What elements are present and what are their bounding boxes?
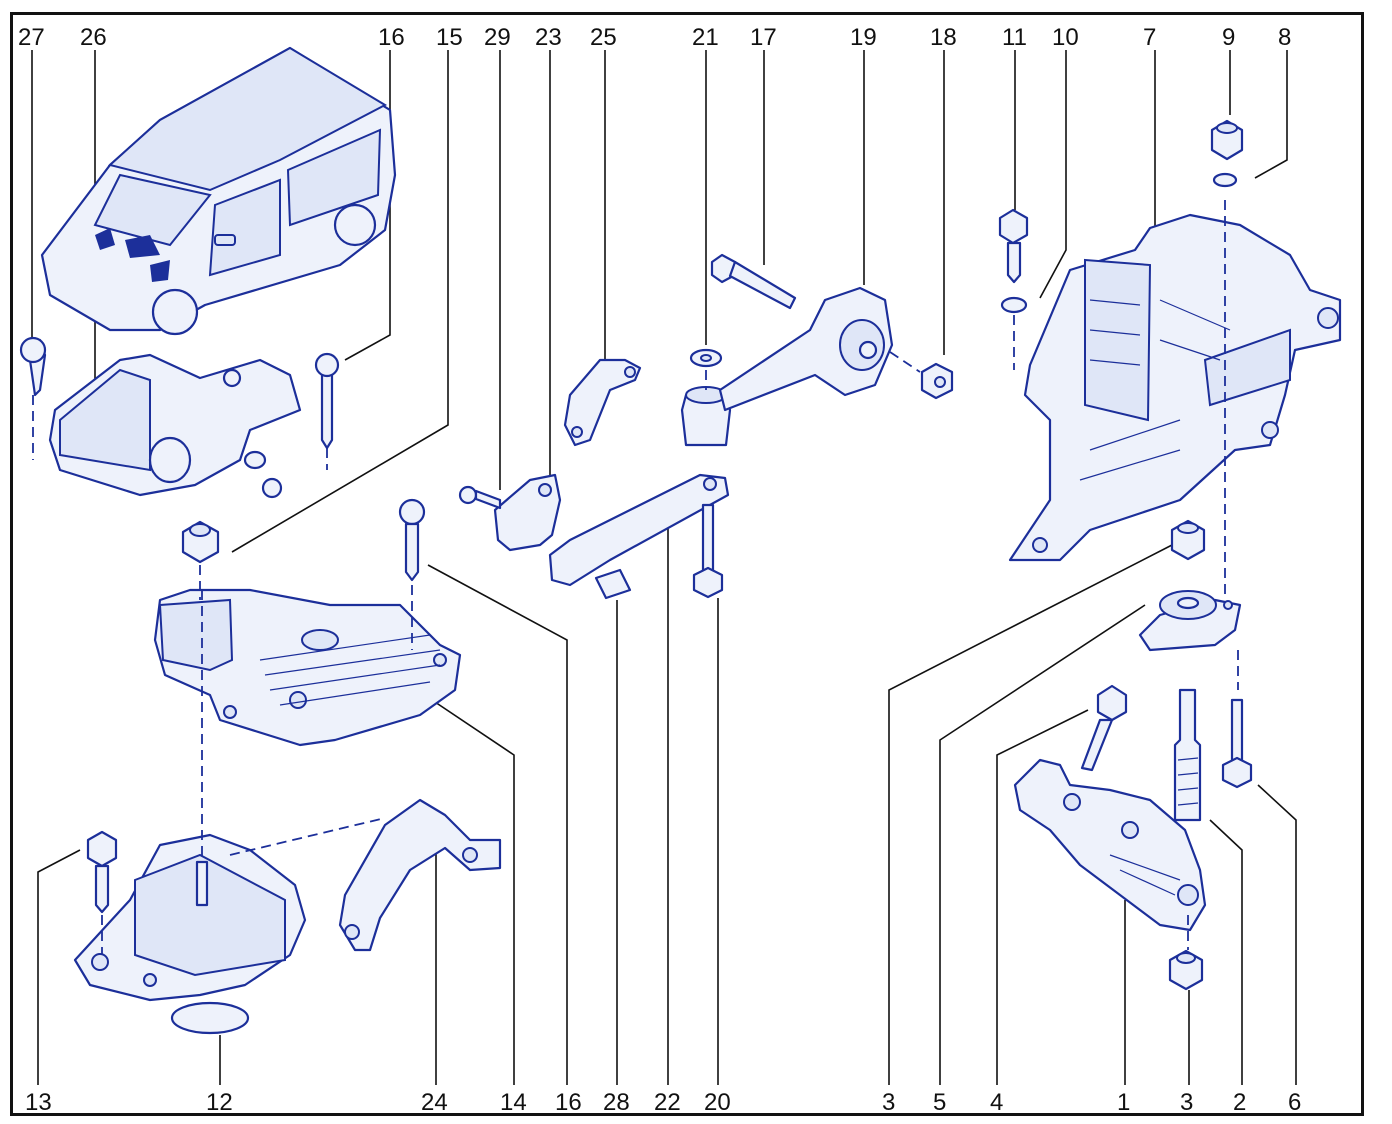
- mount-bracket-14: [153, 588, 462, 747]
- top-labels: 27 26 16 15 29 23 25 21 17 19 18 11 10 7…: [18, 24, 1291, 51]
- label-19: 19: [850, 24, 877, 51]
- nut-15: [181, 520, 220, 600]
- bolt-13: [86, 830, 118, 955]
- label-21: 21: [692, 24, 719, 51]
- label-28: 28: [603, 1089, 630, 1116]
- bolt-20: [692, 503, 724, 599]
- label-16-top: 16: [378, 24, 405, 51]
- mount-bracket-1: [1013, 758, 1207, 932]
- label-26: 26: [80, 24, 107, 51]
- bottom-labels: 13 12 24 14 16 28 22 20 3 5 4 1 3 2 6: [25, 1089, 1301, 1116]
- torque-rod-19: [718, 286, 894, 412]
- label-17: 17: [750, 24, 777, 51]
- label-13: 13: [25, 1089, 52, 1116]
- label-16-bottom: 16: [555, 1089, 582, 1116]
- link-bar-22: [548, 473, 730, 600]
- label-23: 23: [535, 24, 562, 51]
- label-10: 10: [1052, 24, 1079, 51]
- label-15: 15: [436, 24, 463, 51]
- nut-9: [1210, 119, 1244, 188]
- nut-18: [889, 351, 954, 400]
- label-8: 8: [1278, 24, 1291, 51]
- label-18: 18: [930, 24, 957, 51]
- bracket-25: [563, 358, 642, 447]
- bushing-21: [680, 348, 732, 447]
- bolt-11: [998, 208, 1029, 370]
- label-7: 7: [1143, 24, 1156, 51]
- label-29: 29: [484, 24, 511, 51]
- bracket-23: [458, 473, 562, 552]
- bolt-6: [1221, 698, 1253, 789]
- label-1: 1: [1117, 1089, 1130, 1116]
- label-27: 27: [18, 24, 45, 51]
- leader-lines: [31, 50, 1297, 1085]
- label-24: 24: [421, 1089, 448, 1116]
- label-11: 11: [1002, 24, 1027, 51]
- label-25: 25: [590, 24, 617, 51]
- label-3-right: 3: [1180, 1089, 1193, 1116]
- label-3-left: 3: [882, 1089, 895, 1116]
- bolt-4: [1080, 684, 1128, 772]
- engine-mount-assembly: [19, 336, 340, 499]
- label-5: 5: [933, 1089, 946, 1116]
- label-2: 2: [1233, 1089, 1246, 1116]
- nut-3-lower: [1168, 915, 1204, 991]
- stud-2: [1173, 688, 1202, 822]
- mount-bracket-7: [1008, 200, 1342, 600]
- label-6: 6: [1288, 1089, 1301, 1116]
- label-4: 4: [990, 1089, 1003, 1116]
- bracket-24: [229, 798, 502, 952]
- bolt-17: [710, 253, 797, 310]
- label-20: 20: [704, 1089, 731, 1116]
- van-illustration: [40, 46, 397, 336]
- label-12: 12: [206, 1089, 233, 1116]
- bolt-16: [398, 498, 426, 650]
- rubber-pad-5: [1138, 590, 1242, 690]
- mount-bracket-12: [73, 590, 307, 1035]
- label-14: 14: [500, 1089, 527, 1116]
- nut-3-upper: [1170, 519, 1206, 561]
- label-22: 22: [654, 1089, 681, 1116]
- label-9: 9: [1222, 24, 1235, 51]
